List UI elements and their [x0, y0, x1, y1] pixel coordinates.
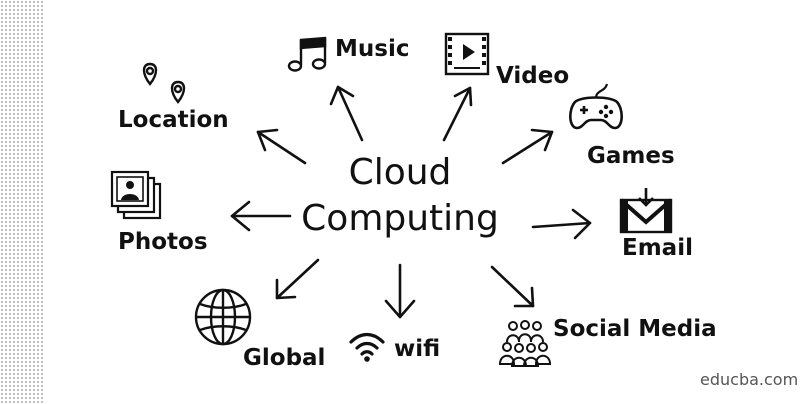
arrow-wifi [384, 263, 416, 319]
arrow-photos [230, 200, 292, 232]
label-photos: Photos [118, 229, 208, 255]
photos-stack-icon [110, 170, 162, 220]
arrow-games [501, 128, 554, 165]
arrow-location [256, 128, 307, 165]
email-envelope-icon [619, 188, 673, 234]
arrow-social [490, 265, 535, 308]
location-pins-icon [142, 62, 186, 104]
label-video: Video [496, 63, 570, 89]
label-location: Location [118, 107, 229, 133]
label-social-media: Social Media [553, 316, 717, 342]
arrow-global [275, 258, 320, 300]
watermark-brand: educba.com [700, 370, 799, 389]
label-games: Games [587, 143, 675, 169]
arrow-music [329, 85, 364, 142]
wifi-icon [349, 332, 385, 362]
arrow-video [442, 86, 473, 142]
central-concept: Cloud Computing [290, 150, 510, 242]
label-email: Email [622, 235, 693, 261]
people-group-icon [498, 320, 552, 367]
label-global: Global [243, 345, 326, 371]
dotted-border [0, 0, 44, 404]
label-music: Music [335, 36, 410, 62]
video-film-icon [444, 32, 490, 76]
label-wifi: wifi [394, 336, 441, 362]
music-notes-icon [287, 36, 327, 72]
globe-icon [194, 288, 252, 346]
game-controller-icon [569, 83, 623, 130]
arrow-email [531, 208, 592, 240]
central-title-line-2: Computing [301, 198, 499, 239]
central-title-line-1: Cloud [348, 152, 452, 193]
